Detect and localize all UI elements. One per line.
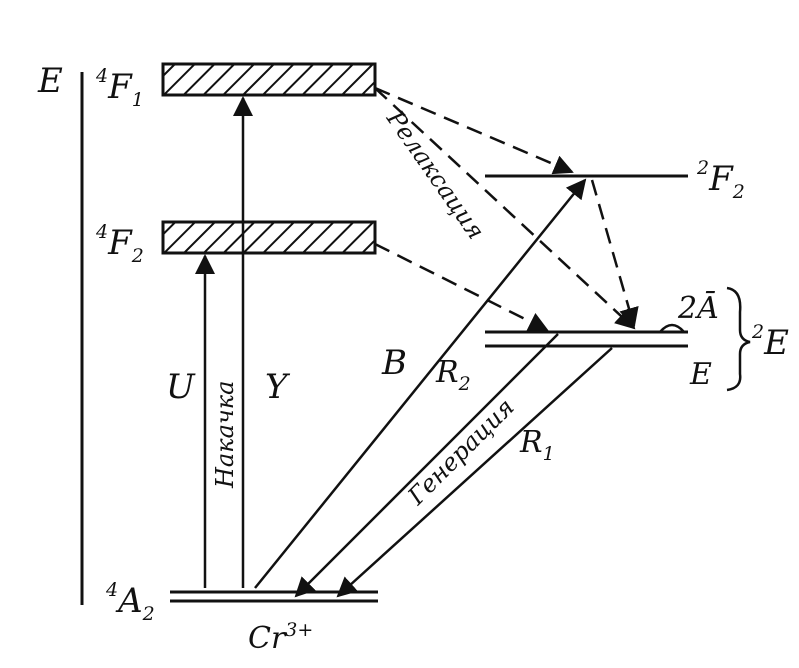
level-4f1-label: 4F1 <box>95 65 144 111</box>
relax-2f2-to-2e <box>590 179 639 328</box>
label-b: B <box>381 343 407 383</box>
label-r2: R2 <box>435 355 471 395</box>
energy-axis-label: E <box>37 61 63 101</box>
sublevel-e-label: E <box>689 357 712 392</box>
arrow-r2 <box>294 333 559 598</box>
label-r1: R1 <box>519 425 555 465</box>
relax-f2-to-2e <box>374 242 549 332</box>
label-u: U <box>166 367 196 407</box>
doublet-brace <box>726 286 751 392</box>
level-2e-label: 2E <box>751 321 789 363</box>
sublevel-2a-label: 2Ā <box>677 291 719 326</box>
sublevel-connector <box>659 323 685 333</box>
level-4f2-band <box>161 220 377 255</box>
ground-level-label: 4A2 <box>105 579 155 625</box>
relax-f1-to-2e <box>374 87 636 330</box>
generation-label: Генерация <box>402 393 520 511</box>
ion-label: Cr3+ <box>248 619 313 656</box>
pumping-label: Накачка <box>211 381 239 489</box>
relax-f1-to-2f2 <box>374 86 574 175</box>
arrow-r1 <box>336 347 613 598</box>
label-y: Y <box>265 367 291 407</box>
level-2f2-label: 2F2 <box>696 157 745 203</box>
relaxation-label: Релаксация <box>381 105 491 245</box>
level-4f2-label: 4F2 <box>95 221 144 267</box>
arrow-pump-b <box>254 178 587 589</box>
level-4f1-band <box>161 62 377 97</box>
